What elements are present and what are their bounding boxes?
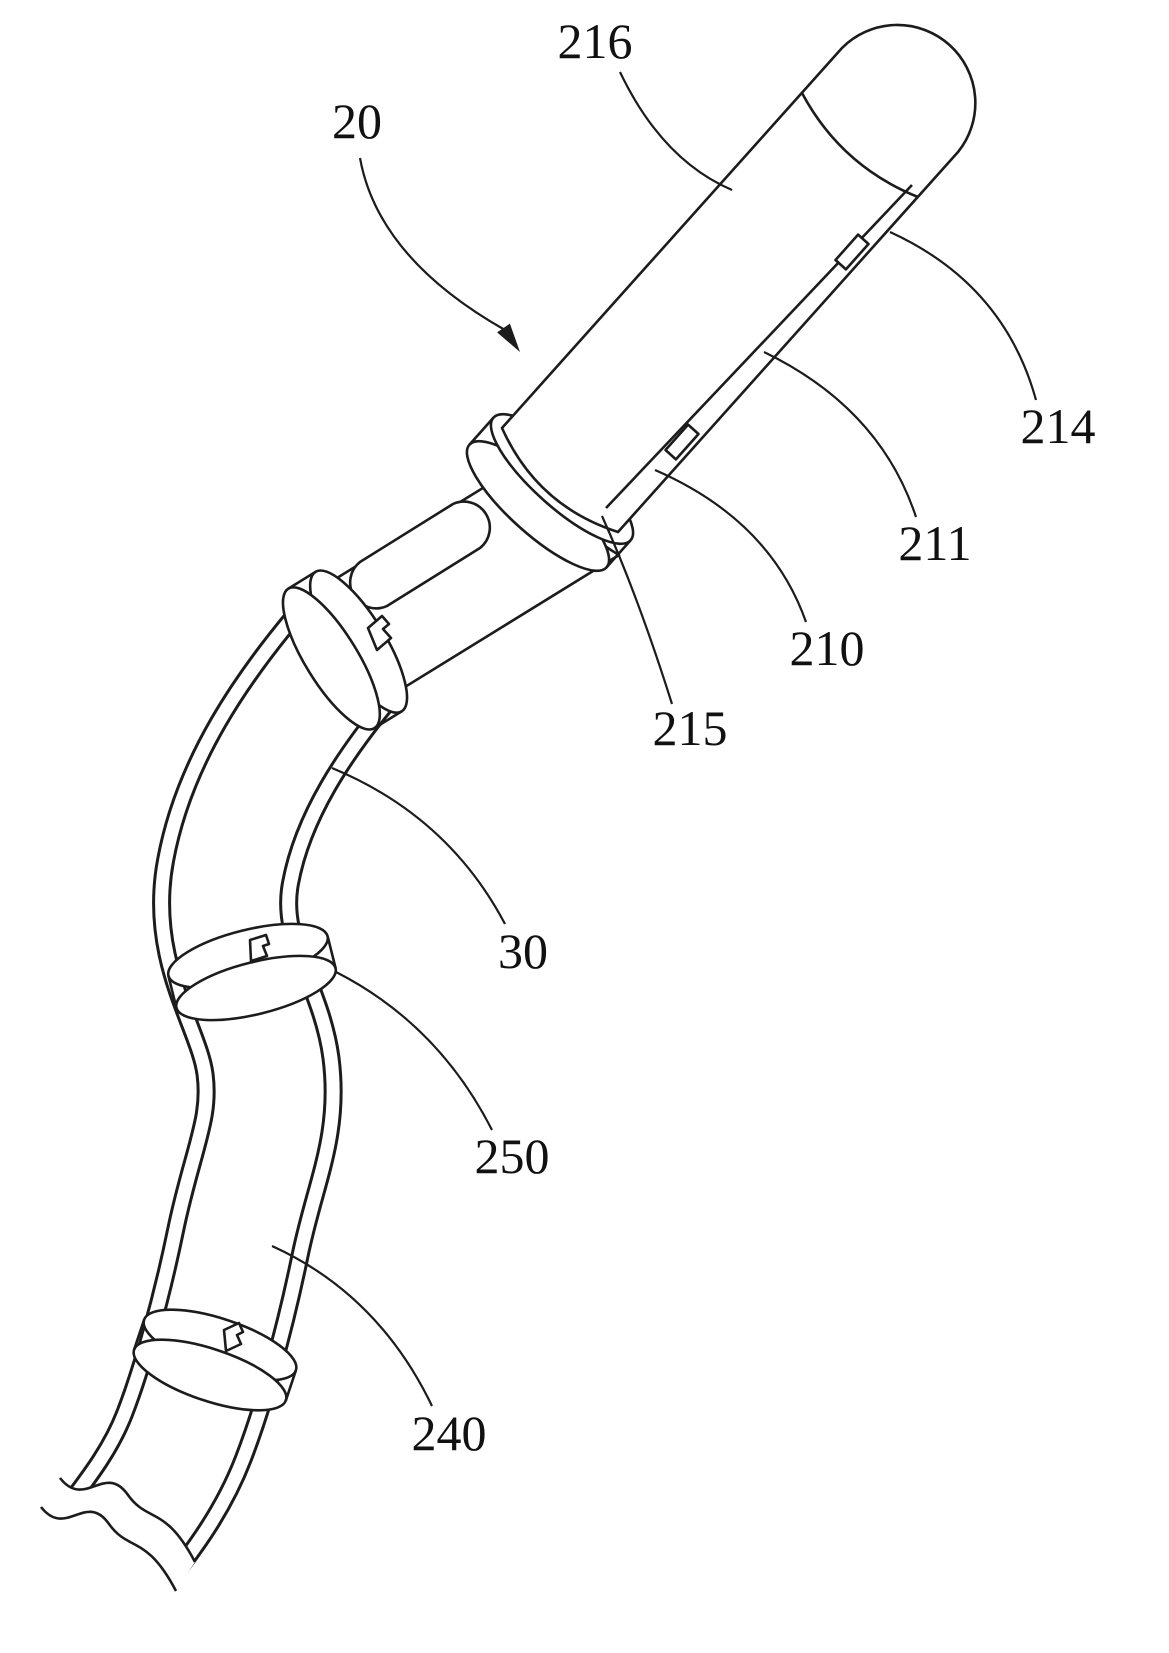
label-210: 210 [790,620,865,676]
break-cover [0,1478,195,1653]
label-211: 211 [898,515,971,571]
seam-slot-lower [664,423,700,461]
leader-line-20 [358,157,506,331]
flange-silhouette-left [468,416,495,446]
label-216: 216 [558,13,633,69]
seam-slot-upper [834,233,870,271]
label-250: 250 [475,1128,550,1184]
clamp-ring-2 [166,922,338,1022]
leader-line-240 [271,1244,433,1407]
leader-line-215 [600,515,674,705]
break-line-2 [39,1506,178,1592]
leader-line-250 [335,971,493,1131]
flexible-tube-bore-fill [56,610,394,1601]
reference-numerals: 216 20 214 211 210 215 30 250 240 [332,13,1096,1461]
leader-lines [271,71,1038,1407]
housing-window-slot [348,500,492,610]
leader-line-216 [619,71,733,192]
clamp1-key-notch [366,614,393,652]
label-215: 215 [653,700,728,756]
label-30: 30 [498,923,548,979]
clamp1-edge-right [373,710,403,730]
clamp2-key-notch [248,933,271,963]
label-20: 20 [332,93,382,149]
label-240: 240 [412,1405,487,1461]
end-cap-seam [800,92,919,199]
break-line-1 [58,1477,197,1563]
clamp-ring-1 [281,569,409,731]
flexible-tube [41,598,408,1612]
clamp3-edge-left [132,1319,146,1351]
tube-break-edge [0,1477,197,1653]
label-214: 214 [1021,398,1096,454]
leader-line-211 [763,351,918,518]
leader-line-210 [654,468,808,623]
clamp1-edge-left [287,570,317,590]
clamp2-edge-right [326,935,337,969]
leader-line-30 [331,766,506,925]
clamp-ring-3 [132,1308,298,1412]
clamp3-edge-right [284,1369,298,1401]
leader-line-214 [889,230,1038,401]
clamp2-edge-left [167,975,178,1009]
upper-housing [468,23,977,569]
clamp3-key-notch [222,1321,245,1353]
upper-housing-body [500,23,977,534]
arrow-head-20 [497,323,520,352]
